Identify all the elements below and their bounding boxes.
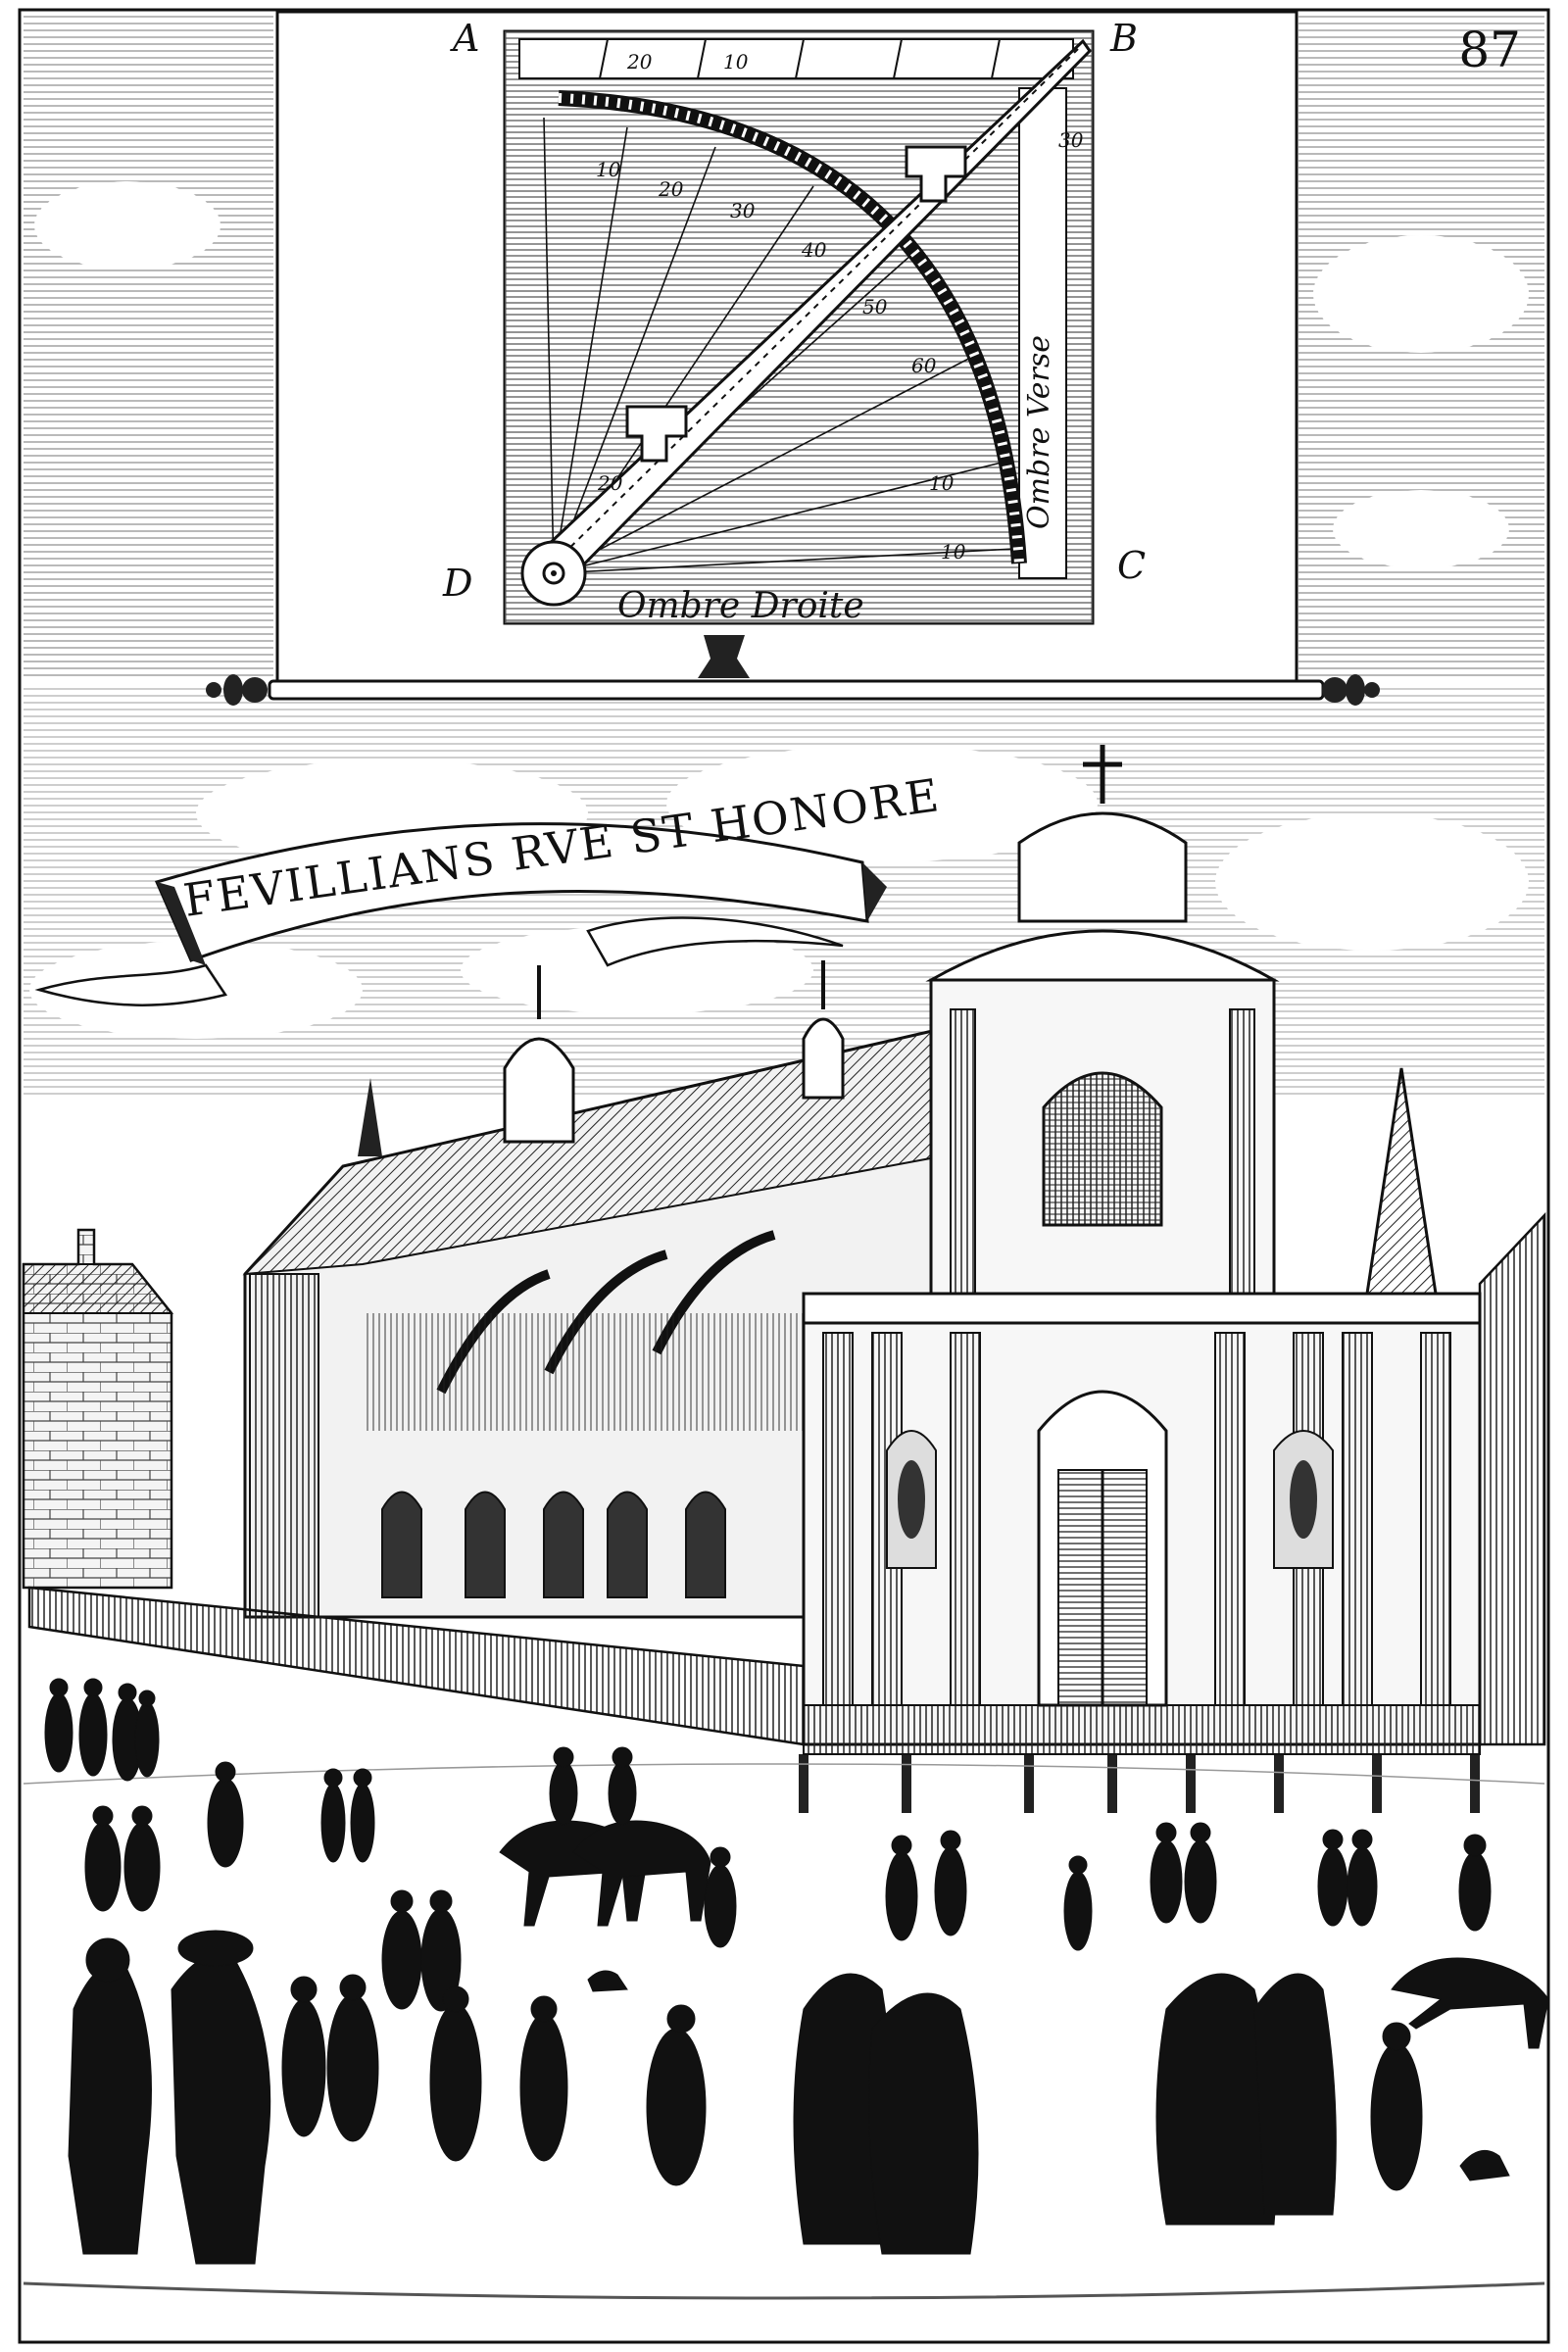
rod-finial-left: [206, 674, 268, 706]
side-caption: Ombre Verse: [1022, 335, 1056, 529]
rod-finial-right: [1322, 674, 1380, 706]
right-building: [1478, 1211, 1546, 1746]
scale-number: 20: [626, 50, 653, 74]
figure-group-right: [381, 1822, 1378, 2012]
shadow-square-diagram: [503, 29, 1095, 625]
page-number: 87: [1458, 22, 1521, 78]
scale-number: 10: [929, 471, 955, 495]
scale-number: 30: [730, 199, 756, 222]
figure-group-foreground: [68, 1930, 1510, 2265]
scale-number: 60: [911, 354, 937, 377]
diagram-bracket: [698, 635, 750, 678]
hanging-rod: [268, 679, 1325, 701]
scale-number: 50: [862, 295, 888, 318]
scale-number: 10: [596, 158, 621, 181]
corner-label-d: D: [442, 562, 472, 605]
sight-vane-upper: [905, 145, 967, 203]
shadow-caption: Ombre Droite: [617, 586, 864, 626]
corner-label-c: C: [1117, 544, 1146, 587]
sight-vane-lower: [625, 405, 688, 463]
figure-group-middle: [84, 1761, 375, 1912]
ground: [23, 1763, 1545, 1785]
crowd-figures: [44, 1678, 1549, 2265]
horsemen-center: [499, 1746, 711, 1927]
sky: [24, 14, 1544, 1098]
horseman-right: [1391, 1834, 1549, 2049]
diagram-sheet: 20 10 10 20 30 40 50 60 10 10 20 30 A B …: [206, 10, 1380, 706]
scale-number: 10: [941, 540, 966, 564]
scale-number: 20: [597, 471, 623, 495]
scale-number: 10: [723, 50, 749, 74]
scale-number: 20: [658, 177, 684, 201]
church-building: [22, 745, 1546, 1813]
corner-label-a: A: [450, 17, 479, 60]
nave: [27, 960, 943, 1746]
figure-group-distant-left: [44, 1678, 160, 1782]
left-house: [22, 1228, 174, 1590]
scale-number: 30: [1058, 128, 1084, 152]
scale-number: 40: [801, 238, 827, 262]
church-facade: [799, 745, 1482, 1813]
corner-label-b: B: [1109, 17, 1138, 60]
